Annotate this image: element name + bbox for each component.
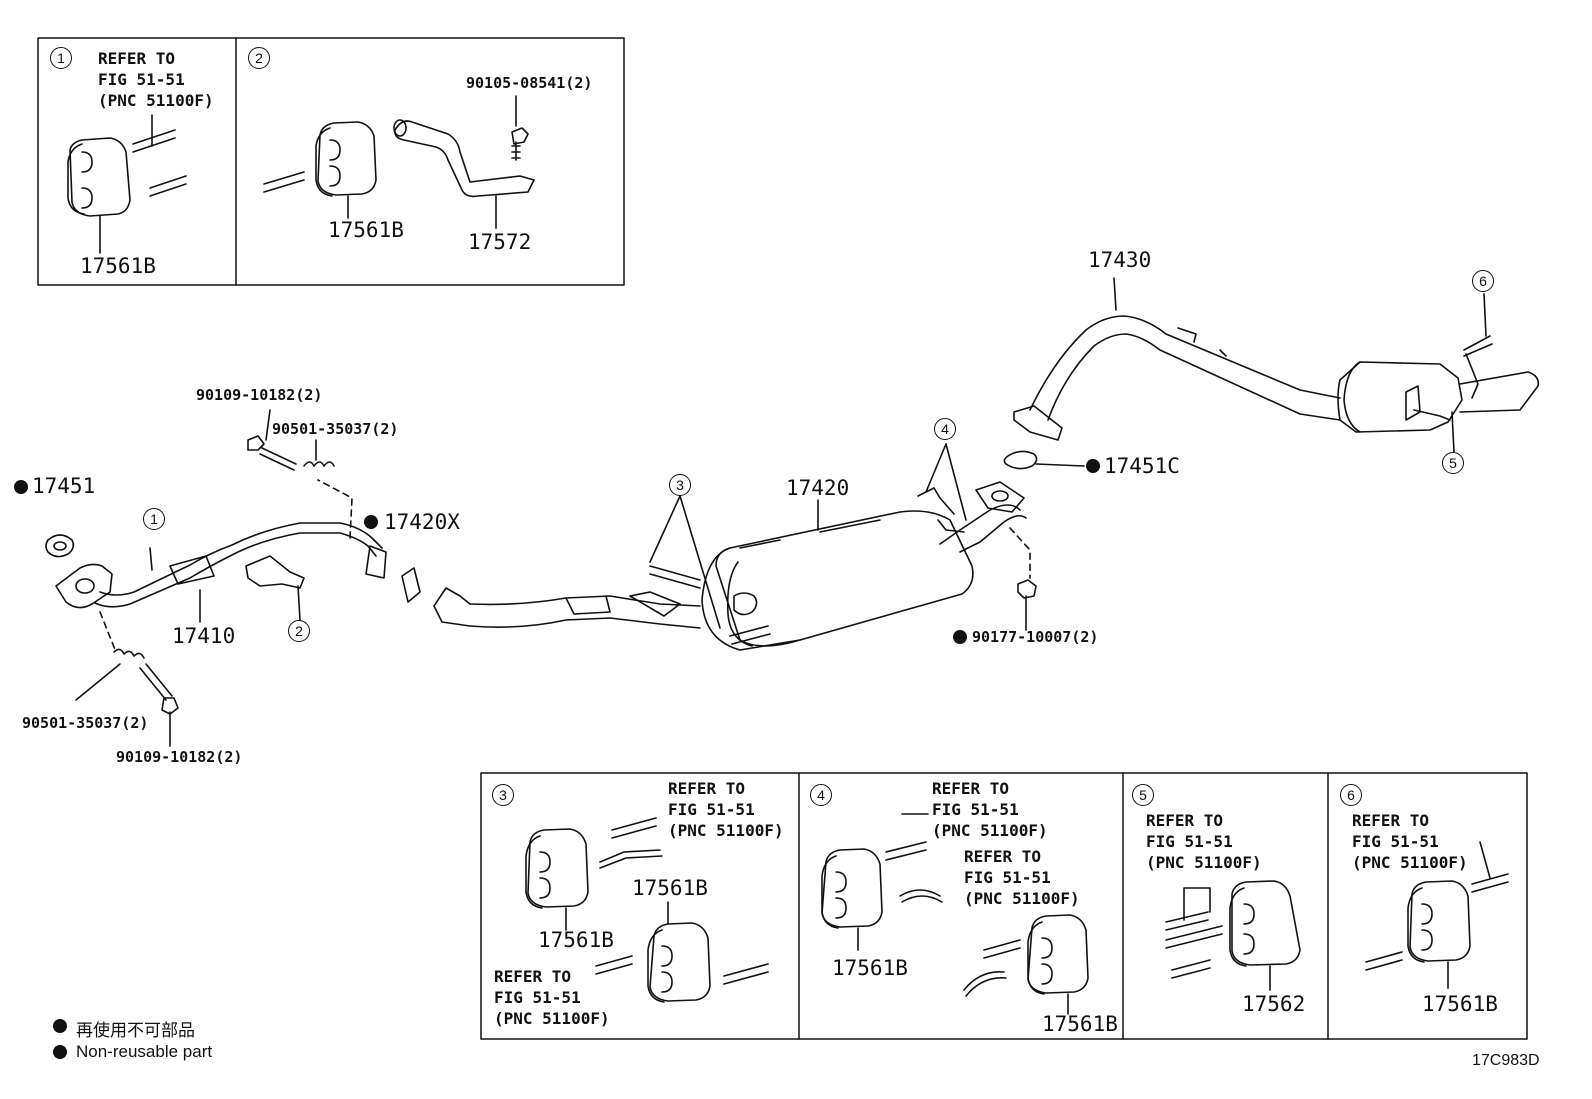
inset3-parts	[525, 817, 769, 1003]
front-fasteners	[45, 409, 421, 747]
refer-note-inset4-top: REFER TO FIG 51-51 (PNC 51100F)	[932, 779, 1048, 840]
callout-5-inset: 5	[1132, 784, 1154, 806]
front-pipe-17410	[55, 479, 387, 653]
callout-6-main: 6	[1472, 270, 1494, 292]
part-label-17561b-inset4b: 17561B	[1042, 1012, 1118, 1036]
inset1-hanger	[67, 114, 187, 254]
part-label-17561b-inset2: 17561B	[328, 218, 404, 242]
callout-2-main: 2	[288, 620, 310, 642]
callout-6-inset: 6	[1340, 784, 1362, 806]
refer-note-inset1: REFER TO FIG 51-51 (PNC 51100F)	[98, 49, 214, 110]
part-label-17561b-inset3a: 17561B	[538, 928, 614, 952]
part-label-90105-08541: 90105-08541(2)	[466, 74, 593, 92]
part-label-17410: 17410	[172, 624, 236, 648]
part-label-90109-10182-bottom: 90109-10182(2)	[116, 748, 243, 766]
part-label-17451c: 17451C	[1104, 454, 1180, 478]
part-label-17420: 17420	[786, 476, 850, 500]
refer-note-inset6: REFER TO FIG 51-51 (PNC 51100F)	[1352, 811, 1468, 872]
part-label-90501-35037-bottom: 90501-35037(2)	[22, 714, 149, 732]
callout-3-inset: 3	[492, 784, 514, 806]
inset-frames	[37, 37, 1528, 1040]
refer-note-inset5: REFER TO FIG 51-51 (PNC 51100F)	[1146, 811, 1262, 872]
refer-note-inset3-top: REFER TO FIG 51-51 (PNC 51100F)	[668, 779, 784, 840]
inset2-parts	[263, 95, 535, 229]
part-label-17561b-inset4a: 17561B	[832, 956, 908, 980]
part-label-90177-10007: 90177-10007(2)	[972, 628, 1099, 646]
refer-note-inset3-bottom: REFER TO FIG 51-51 (PNC 51100F)	[494, 967, 610, 1028]
tail-pipe-17430	[1003, 277, 1540, 470]
inset6-parts	[1365, 841, 1509, 989]
part-label-90501-35037-top: 90501-35037(2)	[272, 420, 399, 438]
legend-non-reusable-en: Non-reusable part	[76, 1042, 213, 1061]
part-label-17451: 17451	[32, 474, 96, 498]
figure-code: 17C983D	[1472, 1052, 1540, 1069]
part-label-17561b-inset6: 17561B	[1422, 992, 1498, 1016]
callout-4-inset: 4	[810, 784, 832, 806]
center-muffler-17420	[433, 443, 1037, 651]
callout-1-main: 1	[143, 508, 165, 530]
callout-4-main: 4	[934, 418, 956, 440]
part-label-17561b-inset1: 17561B	[80, 254, 156, 278]
part-label-17562: 17562	[1242, 992, 1306, 1016]
part-label-17561b-inset3b: 17561B	[632, 876, 708, 900]
refer-note-inset4-mid: REFER TO FIG 51-51 (PNC 51100F)	[964, 847, 1080, 908]
legend-non-reusable-jp: 再使用不可部品	[76, 1021, 195, 1040]
callout-5-main: 5	[1442, 452, 1464, 474]
callout-1-inset: 1	[50, 47, 72, 69]
part-label-17420x: 17420X	[384, 510, 460, 534]
callout-3-main: 3	[669, 474, 691, 496]
inset4-parts	[821, 813, 1089, 1015]
callout-2-inset: 2	[248, 47, 270, 69]
part-label-17572: 17572	[468, 230, 532, 254]
part-label-90109-10182-top: 90109-10182(2)	[196, 386, 323, 404]
part-label-17430: 17430	[1088, 248, 1152, 272]
inset5-parts	[1165, 880, 1301, 991]
